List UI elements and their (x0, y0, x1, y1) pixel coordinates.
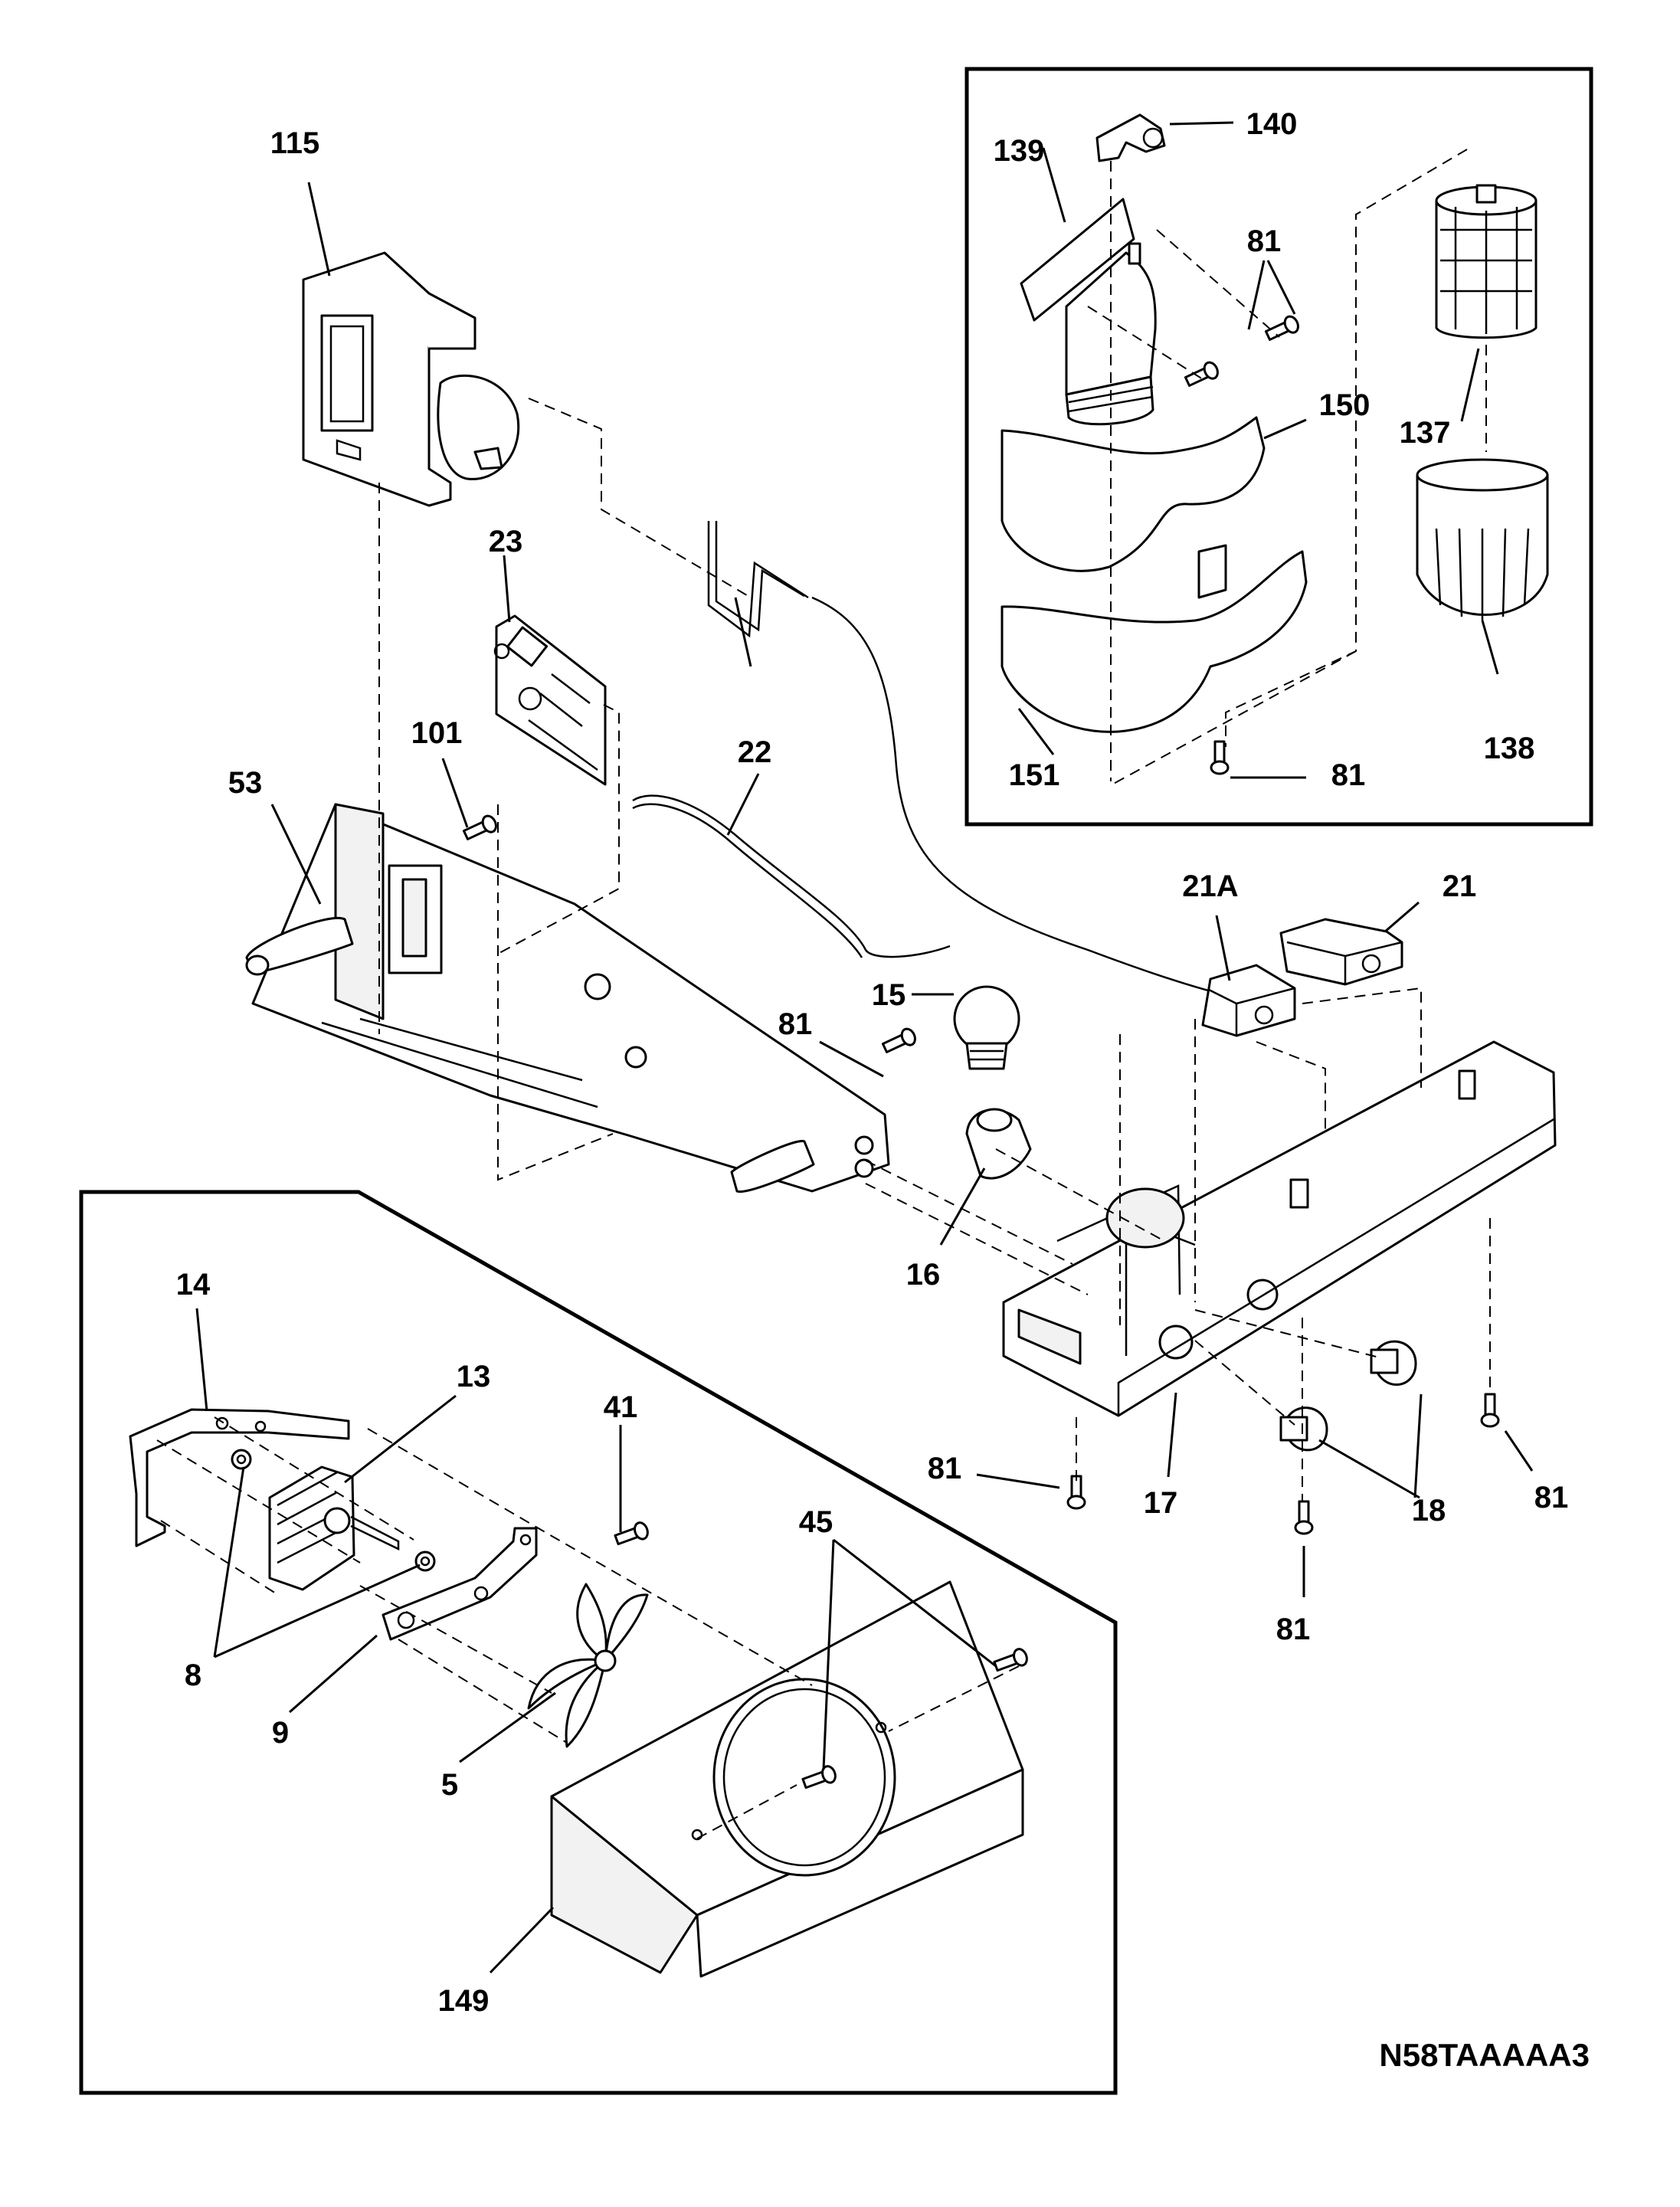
callout-53: 53 (228, 766, 263, 800)
part-18-knobs (1279, 1340, 1417, 1452)
assembly-dashed-lines (156, 149, 1491, 1839)
callout-16: 16 (906, 1258, 941, 1292)
part-14-bracket (129, 1408, 350, 1547)
part-150-filter-cover-upper (1000, 416, 1266, 572)
part-21A-switch (1201, 964, 1296, 1037)
callout-101: 101 (411, 716, 463, 750)
callout-41: 41 (604, 1390, 638, 1424)
callout-139: 139 (994, 134, 1045, 168)
part-151-filter-cover-lower (1000, 544, 1308, 733)
callout-81-housing-right: 81 (1534, 1481, 1569, 1514)
callout-115: 115 (270, 126, 320, 160)
callout-150: 150 (1319, 388, 1371, 422)
part-8-grommets (231, 1449, 436, 1572)
callout-138: 138 (1484, 732, 1535, 765)
callout-140: 140 (1246, 107, 1298, 141)
callout-leader-lines (195, 121, 1534, 1974)
callout-13: 13 (457, 1360, 491, 1393)
callout-23: 23 (489, 525, 523, 558)
screw-icons (462, 315, 1500, 1790)
callout-81-bracket: 81 (778, 1007, 813, 1041)
part-53-housing-bracket (245, 803, 890, 1194)
callout-22: 22 (738, 735, 772, 769)
part-137-filter-cartridge (1435, 184, 1538, 339)
callout-9: 9 (272, 1716, 289, 1750)
part-115-control-housing (302, 251, 520, 507)
part-22-capillary-tube (632, 521, 1230, 997)
callout-5: 5 (441, 1768, 458, 1802)
callout-21: 21 (1443, 869, 1477, 903)
callout-81-filter-top: 81 (1247, 224, 1282, 258)
callout-137: 137 (1400, 416, 1451, 450)
callout-labels: 115 23 101 53 22 139 140 81 150 137 151 … (176, 107, 1569, 2018)
part-9-bracket (382, 1527, 538, 1641)
callout-149: 149 (438, 1984, 490, 2018)
part-149-fan-shroud (550, 1580, 1024, 1978)
callout-45: 45 (799, 1505, 833, 1539)
callout-81-housing-center: 81 (1276, 1613, 1311, 1646)
part-15-light-bulb (953, 985, 1020, 1070)
part-21-switch (1279, 918, 1403, 986)
part-140-elbow-fitting (1095, 113, 1166, 162)
part-16-lamp-socket (965, 1108, 1032, 1180)
callout-14: 14 (176, 1268, 211, 1302)
callout-21A: 21A (1182, 869, 1238, 903)
part-23-control-board (493, 614, 607, 786)
callout-81-filter-bottom: 81 (1331, 758, 1366, 792)
callout-8: 8 (185, 1659, 201, 1692)
part-138-filter-bowl (1416, 458, 1549, 621)
part-139-filter-head (1020, 198, 1157, 426)
callout-151: 151 (1009, 758, 1060, 792)
filter-inset-box (964, 67, 1593, 827)
part-17-lower-housing (1002, 1040, 1557, 1417)
callout-81-housing-left: 81 (928, 1452, 962, 1485)
fan-inset-box (79, 1190, 1118, 2095)
callout-17: 17 (1144, 1486, 1178, 1520)
callout-18: 18 (1412, 1494, 1446, 1528)
diagram-code: N58TAAAAA3 (1379, 2037, 1590, 2073)
callout-15: 15 (872, 978, 906, 1012)
part-5-fan-blade (527, 1583, 649, 1748)
part-13-fan-motor (268, 1465, 400, 1591)
